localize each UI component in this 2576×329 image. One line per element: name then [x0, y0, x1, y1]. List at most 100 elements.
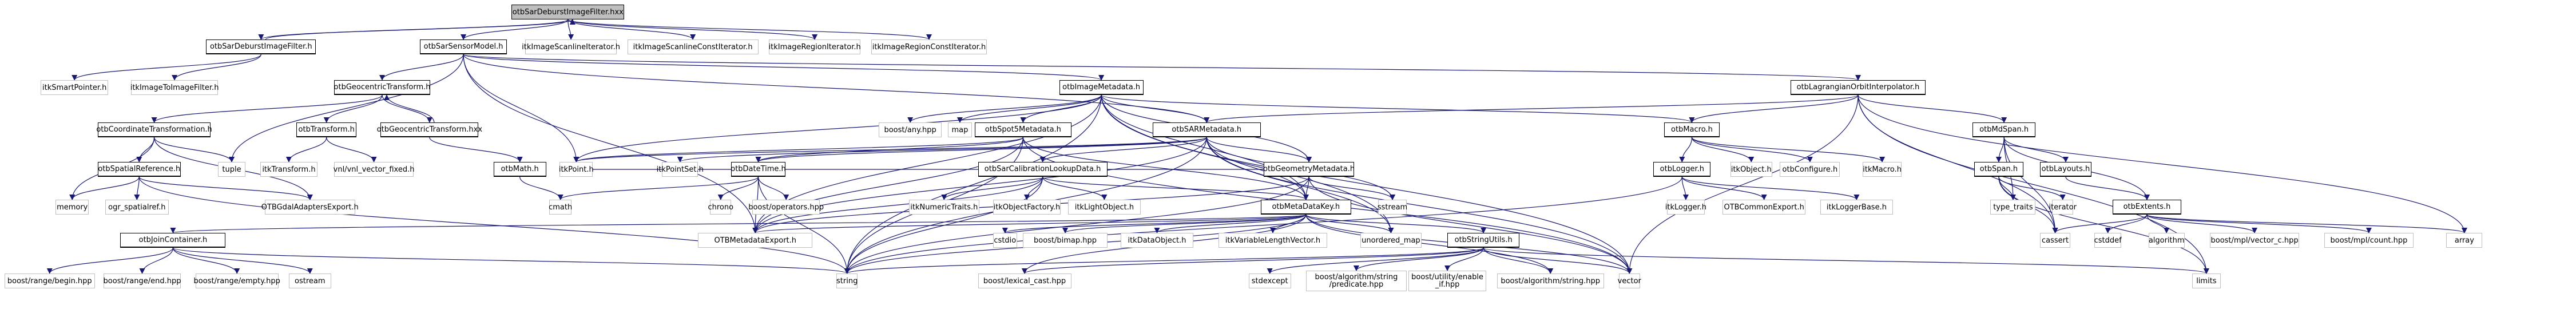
node-dataobj: itkDataObject.h — [1121, 233, 1193, 248]
node-ostream: ostream — [288, 273, 331, 288]
edge-datetime-to-cmath — [557, 176, 759, 200]
node-geocentric-hxx[interactable]: otbGeocentricTransform.hxx — [377, 122, 482, 137]
node-scancit: itkImageScanlineConstIterator.h — [627, 39, 759, 54]
node-metadatakey[interactable]: otbMetaDataKey.h — [1260, 200, 1351, 215]
node-coordtrans[interactable]: otbCoordinateTransformation.h — [96, 122, 212, 137]
node-strutils[interactable]: otbStringUtils.h — [1447, 233, 1520, 248]
edge-sarmeta-to-metadatakey — [1206, 137, 1309, 200]
edge-root-to-regit — [567, 19, 817, 40]
edge-joincont-to-string — [172, 247, 850, 274]
node-mplcount: boost/mpl/count.hpp — [2324, 233, 2414, 248]
node-label: type_traits — [1993, 203, 2033, 212]
node-math[interactable]: otbMath.h — [493, 162, 546, 177]
node-datetime[interactable]: otbDateTime.h — [731, 162, 786, 177]
node-label: OTBMetadataExport.h — [714, 236, 797, 245]
node-spatialref[interactable]: otbSpatialReference.h — [97, 162, 181, 177]
edge-sensormodel-to-imagemeta — [463, 54, 1104, 81]
node-stdexcept: stdexcept — [1248, 273, 1291, 288]
node-gdalexport: OTBGdalAdaptersExport.h — [261, 200, 359, 215]
edge-imagemeta-to-map — [957, 94, 1102, 123]
node-vector: vector — [1618, 273, 1641, 288]
node-enableif: boost/utility/enable _if.hpp — [1408, 271, 1487, 291]
node-label: otbImageMetadata.h — [1062, 83, 1141, 92]
node-label: string — [836, 276, 858, 286]
edge-transform-to-vnlfixed — [326, 137, 377, 162]
edge-coordtrans-to-spatialref — [136, 137, 155, 162]
node-mdspan[interactable]: otbMdSpan.h — [1972, 122, 2036, 137]
node-label: otbSarSensorModel.h — [423, 42, 503, 51]
node-sarmeta[interactable]: otbSARMetadata.h — [1152, 122, 1261, 137]
node-label: itkImageToImageFilter.h — [130, 83, 219, 92]
node-lexcast: boost/lexical_cast.hpp — [978, 273, 1071, 288]
edge-transform-to-itktransform — [285, 137, 327, 162]
node-scanit: itkImageScanlineIterator.h — [522, 39, 620, 54]
edge-metadatakey-to-cstdio — [1002, 214, 1307, 233]
node-lagrange[interactable]: otbLagrangianOrbitInterpolator.h — [1790, 80, 1926, 95]
edge-extents-to-array — [2146, 214, 2467, 233]
node-tuple: tuple — [218, 162, 245, 177]
node-sensormodel[interactable]: otbSarSensorModel.h — [419, 39, 507, 54]
node-extents[interactable]: otbExtents.h — [2112, 200, 2182, 215]
node-deburst-h[interactable]: otbSarDeburstImageFilter.h — [206, 39, 316, 54]
node-geocentric-h[interactable]: otbGeocentricTransform.h — [334, 80, 431, 95]
node-root[interactable]: otbSarDeburstImageFilter.hxx — [511, 5, 625, 19]
node-string: string — [836, 273, 858, 288]
node-imagemeta[interactable]: otbImageMetadata.h — [1059, 80, 1144, 95]
edge-layouts-to-extents — [2065, 176, 2150, 200]
edge-spatialref-to-ogr — [134, 176, 140, 200]
node-spot5[interactable]: otbSpot5Metadata.h — [975, 122, 1071, 137]
node-logger[interactable]: otbLogger.h — [1653, 162, 1711, 177]
node-label: itkSmartPointer.h — [42, 83, 107, 92]
node-label: boost/lexical_cast.hpp — [983, 276, 1066, 286]
node-typetraits: type_traits — [1990, 200, 2036, 215]
edge-strutils-to-limits — [1483, 247, 2209, 274]
edge-sarmeta-to-calib — [1039, 137, 1207, 162]
node-geommeta[interactable]: otbGeometryMetadata.h — [1263, 162, 1355, 177]
node-label: boost/range/end.hpp — [103, 276, 181, 286]
node-label: cmath — [549, 203, 573, 212]
node-label: otbJoinContainer.h — [138, 236, 208, 244]
edge-lagrange-to-macro — [1689, 94, 1859, 123]
edge-imagemeta-to-macro — [1101, 94, 1695, 123]
node-itkpointset: itkPointSet.h — [657, 162, 704, 177]
edge-sarmeta-to-metaexport — [752, 137, 1207, 233]
edge-strutils-to-predicate — [1354, 247, 1484, 271]
node-joincont[interactable]: otbJoinContainer.h — [120, 233, 226, 248]
edge-lagrange-to-mdspan — [1857, 94, 2007, 123]
node-map: map — [947, 122, 972, 137]
node-cmath: cmath — [549, 200, 573, 215]
node-algorithm: algorithm — [2148, 233, 2185, 248]
node-label: boost/any.hpp — [884, 125, 936, 134]
edge-metadatakey-to-umap — [1305, 214, 1394, 233]
edge-geocentric_h-to-coordtrans — [151, 94, 383, 123]
edge-sarmeta-to-geommeta — [1206, 137, 1312, 162]
edge-extents-to-cstddef — [2105, 214, 2148, 233]
edge-logger-to-string — [844, 176, 1682, 274]
node-label: itkMacro.h — [1863, 165, 1902, 174]
node-configure: otbConfigure.h — [1780, 162, 1840, 177]
edge-metadatakey-to-strutils — [1305, 214, 1487, 233]
node-transform[interactable]: otbTransform.h — [296, 122, 357, 137]
edge-spot5-to-metadatakey — [1022, 137, 1309, 200]
edge-root-to-scancit — [567, 19, 696, 40]
edge-deburst_h-to-smartptr — [72, 54, 261, 81]
edge-metadatakey-to-dataobj — [1154, 214, 1307, 233]
edge-span-to-limits — [1998, 176, 2209, 274]
node-rbegin: boost/range/begin.hpp — [4, 273, 95, 288]
edge-sensormodel-to-geocentric_h — [379, 54, 464, 81]
edge-datetime-to-chrono — [717, 176, 759, 200]
node-macro[interactable]: otbMacro.h — [1664, 122, 1720, 137]
node-layouts[interactable]: otbLayouts.h — [2040, 162, 2091, 177]
node-span[interactable]: otbSpan.h — [1974, 162, 2024, 177]
edge-sensormodel-to-itkpoint — [463, 54, 579, 162]
node-bimap: boost/bimap.hpp — [1023, 233, 1108, 248]
edge-joincont-to-rbegin — [46, 247, 174, 274]
node-calib[interactable]: otbSarCalibrationLookupData.h — [978, 162, 1108, 177]
edge-lagrange-to-vector — [1626, 94, 1859, 274]
edge-logger-to-loggerbase — [1681, 176, 1860, 200]
edge-mdspan-to-cassert — [2003, 137, 2058, 233]
node-itkmacro: itkMacro.h — [1862, 162, 1902, 177]
node-label: boost/operators.hpp — [748, 203, 824, 212]
node-itktransform: itkTransform.h — [260, 162, 317, 177]
edge-geocentric_hxx-to-math — [429, 137, 523, 162]
